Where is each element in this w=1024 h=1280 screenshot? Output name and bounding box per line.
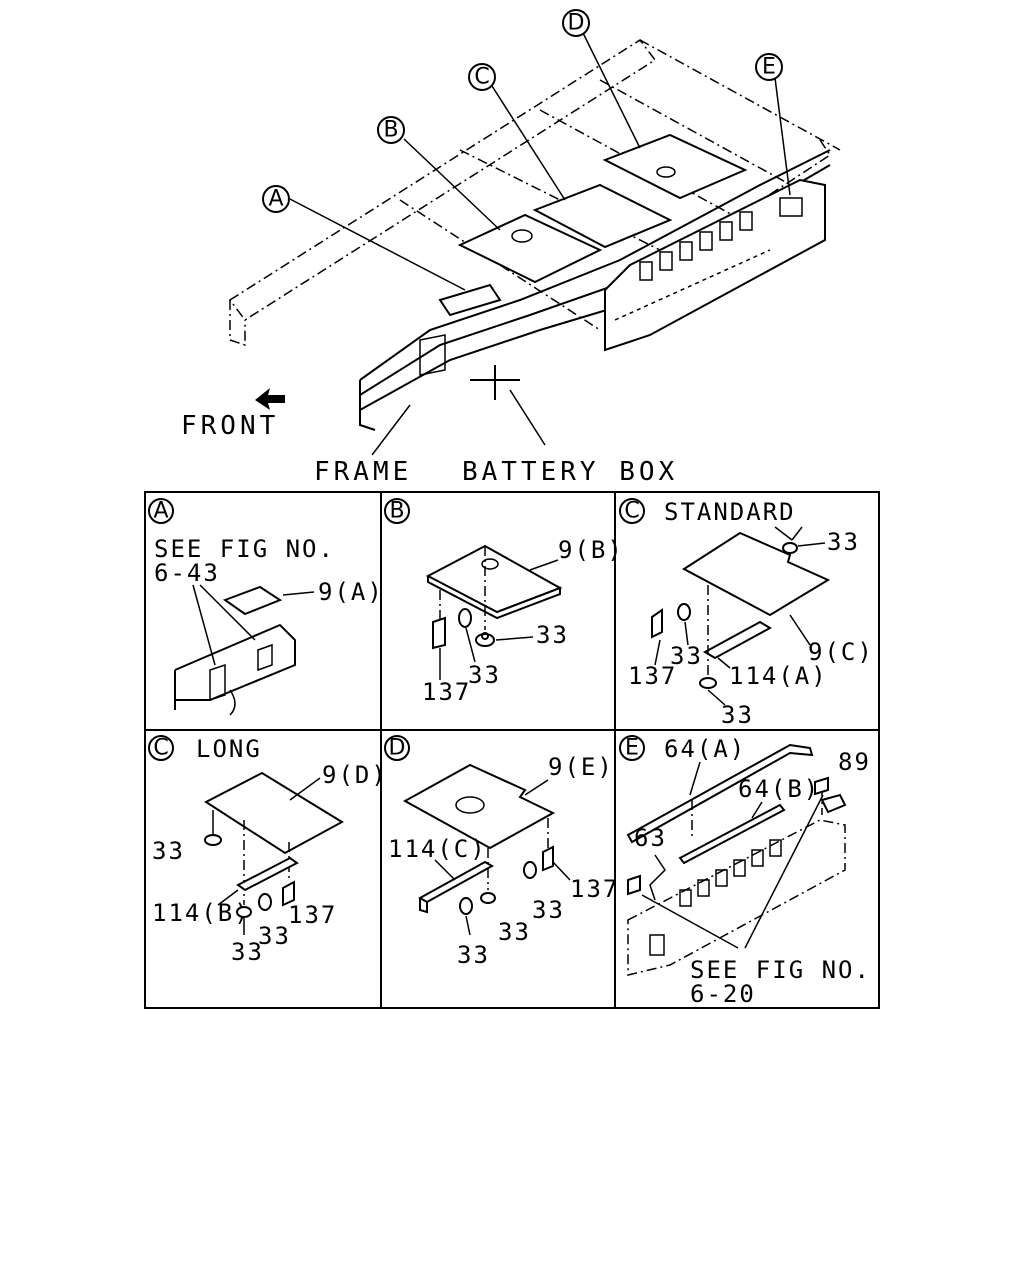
battery-cover-b (457, 213, 603, 284)
svg-text:SEE FIG NO.: SEE FIG NO. (690, 956, 871, 984)
panel-c-standard: C STANDARD 33 137 33 114(A) 9(C) 33 (619, 498, 874, 729)
svg-text:33: 33 (721, 701, 754, 729)
svg-text:A: A (153, 499, 168, 524)
svg-text:C: C (474, 65, 489, 90)
svg-text:E: E (762, 55, 776, 80)
svg-text:A: A (268, 187, 283, 212)
panel-c-standard-title: STANDARD (664, 498, 796, 526)
battery-cover-c (532, 183, 673, 249)
svg-text:E: E (625, 736, 639, 761)
svg-text:33: 33 (457, 941, 490, 969)
callout-b: B (377, 116, 405, 144)
callout-c: C (468, 63, 496, 91)
battery-box-label: BATTERY BOX (462, 457, 678, 487)
callout-e: E (755, 53, 783, 81)
panel-d: D 9(E) 114(C) 137 33 33 33 (384, 735, 619, 969)
svg-text:33: 33 (498, 918, 531, 946)
front-arrow-icon (255, 388, 285, 410)
svg-text:B: B (389, 499, 404, 524)
svg-text:33: 33 (258, 922, 291, 950)
svg-text:6-20: 6-20 (690, 980, 756, 1008)
panel-e: E 64(A) 64(B) 89 63 SEE FIG NO. 6-20 (619, 735, 871, 1008)
svg-text:137: 137 (628, 662, 677, 690)
svg-text:114(C): 114(C) (388, 835, 487, 863)
svg-text:D: D (568, 11, 585, 36)
frame-label: FRAME (314, 457, 412, 487)
svg-text:C: C (624, 499, 639, 524)
svg-text:B: B (383, 118, 398, 143)
battery-box (604, 178, 826, 352)
svg-text:114(A): 114(A) (729, 662, 828, 690)
main-leaders (287, 32, 791, 456)
panel-c-long-title: LONG (196, 735, 262, 763)
panel-a: A SEE FIG NO. 6-43 9(A) (148, 498, 384, 716)
svg-text:137: 137 (570, 875, 619, 903)
svg-text:33: 33 (152, 837, 185, 865)
svg-text:9(D): 9(D) (322, 761, 388, 789)
detail-grid (144, 491, 880, 1009)
svg-text:33: 33 (670, 642, 703, 670)
svg-text:33: 33 (536, 621, 569, 649)
svg-text:33: 33 (532, 896, 565, 924)
svg-text:114(B): 114(B) (152, 899, 251, 927)
panel-a-ref-line1: SEE FIG NO. (154, 535, 335, 563)
svg-text:89: 89 (838, 748, 871, 776)
panel-a-part: 9(A) (318, 578, 384, 606)
front-label: FRONT (181, 411, 279, 441)
svg-text:33: 33 (827, 528, 860, 556)
svg-text:137: 137 (288, 901, 337, 929)
svg-text:33: 33 (468, 661, 501, 689)
panel-b: B 9(B) 33 33 137 (384, 498, 624, 706)
svg-text:64(A): 64(A) (664, 735, 746, 763)
svg-text:9(B): 9(B) (558, 536, 624, 564)
svg-text:C: C (153, 736, 168, 761)
svg-text:64(B): 64(B) (738, 775, 820, 803)
svg-text:33: 33 (231, 938, 264, 966)
svg-text:9(E): 9(E) (548, 753, 614, 781)
svg-text:137: 137 (422, 678, 471, 706)
frame-assembly (228, 38, 841, 431)
callout-a: A (262, 185, 290, 213)
battery-cover-d (602, 133, 748, 200)
svg-text:D: D (389, 736, 406, 761)
svg-text:63: 63 (634, 824, 667, 852)
svg-text:9(C): 9(C) (808, 638, 874, 666)
callout-d: D (562, 9, 590, 37)
panel-c-long: C LONG 9(D) 33 114(B) 137 33 33 (148, 735, 388, 966)
panel-a-ref-line2: 6-43 (154, 559, 220, 587)
